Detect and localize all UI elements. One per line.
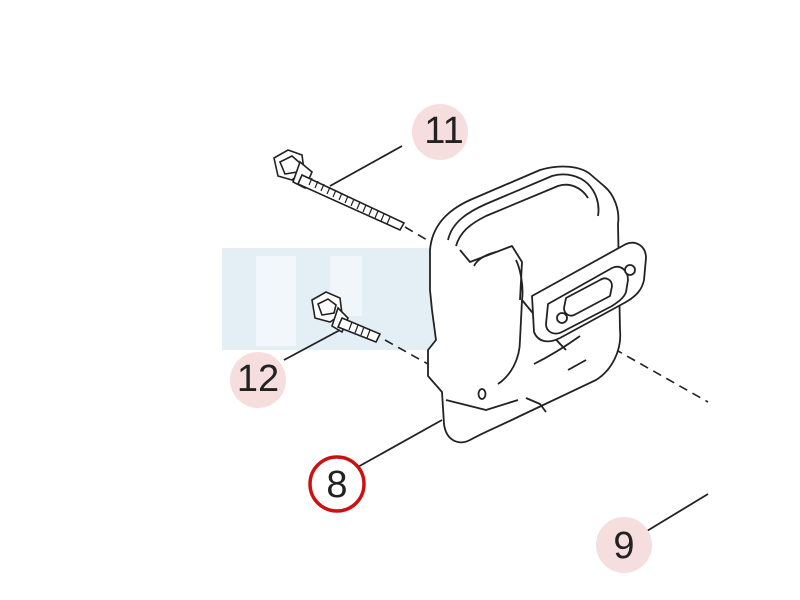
callout-label: 12 (237, 358, 279, 400)
short-bolt (311, 291, 382, 344)
callout-8: 8 (308, 455, 366, 513)
callout-bubble (596, 517, 652, 573)
callout-label: 11 (424, 110, 463, 152)
callout-label: 9 (613, 525, 634, 567)
muffler-body (427, 165, 647, 444)
callout-bubble (230, 352, 286, 408)
callout-11: 11 (412, 104, 468, 160)
callout-12: 12 (230, 352, 286, 408)
callout-9: 9 (596, 517, 652, 573)
callout-bubble (412, 104, 468, 160)
callout-label: 8 (326, 464, 347, 506)
long-bolt (273, 149, 406, 232)
highlight-ring (308, 455, 366, 513)
leader-lines (283, 145, 709, 535)
